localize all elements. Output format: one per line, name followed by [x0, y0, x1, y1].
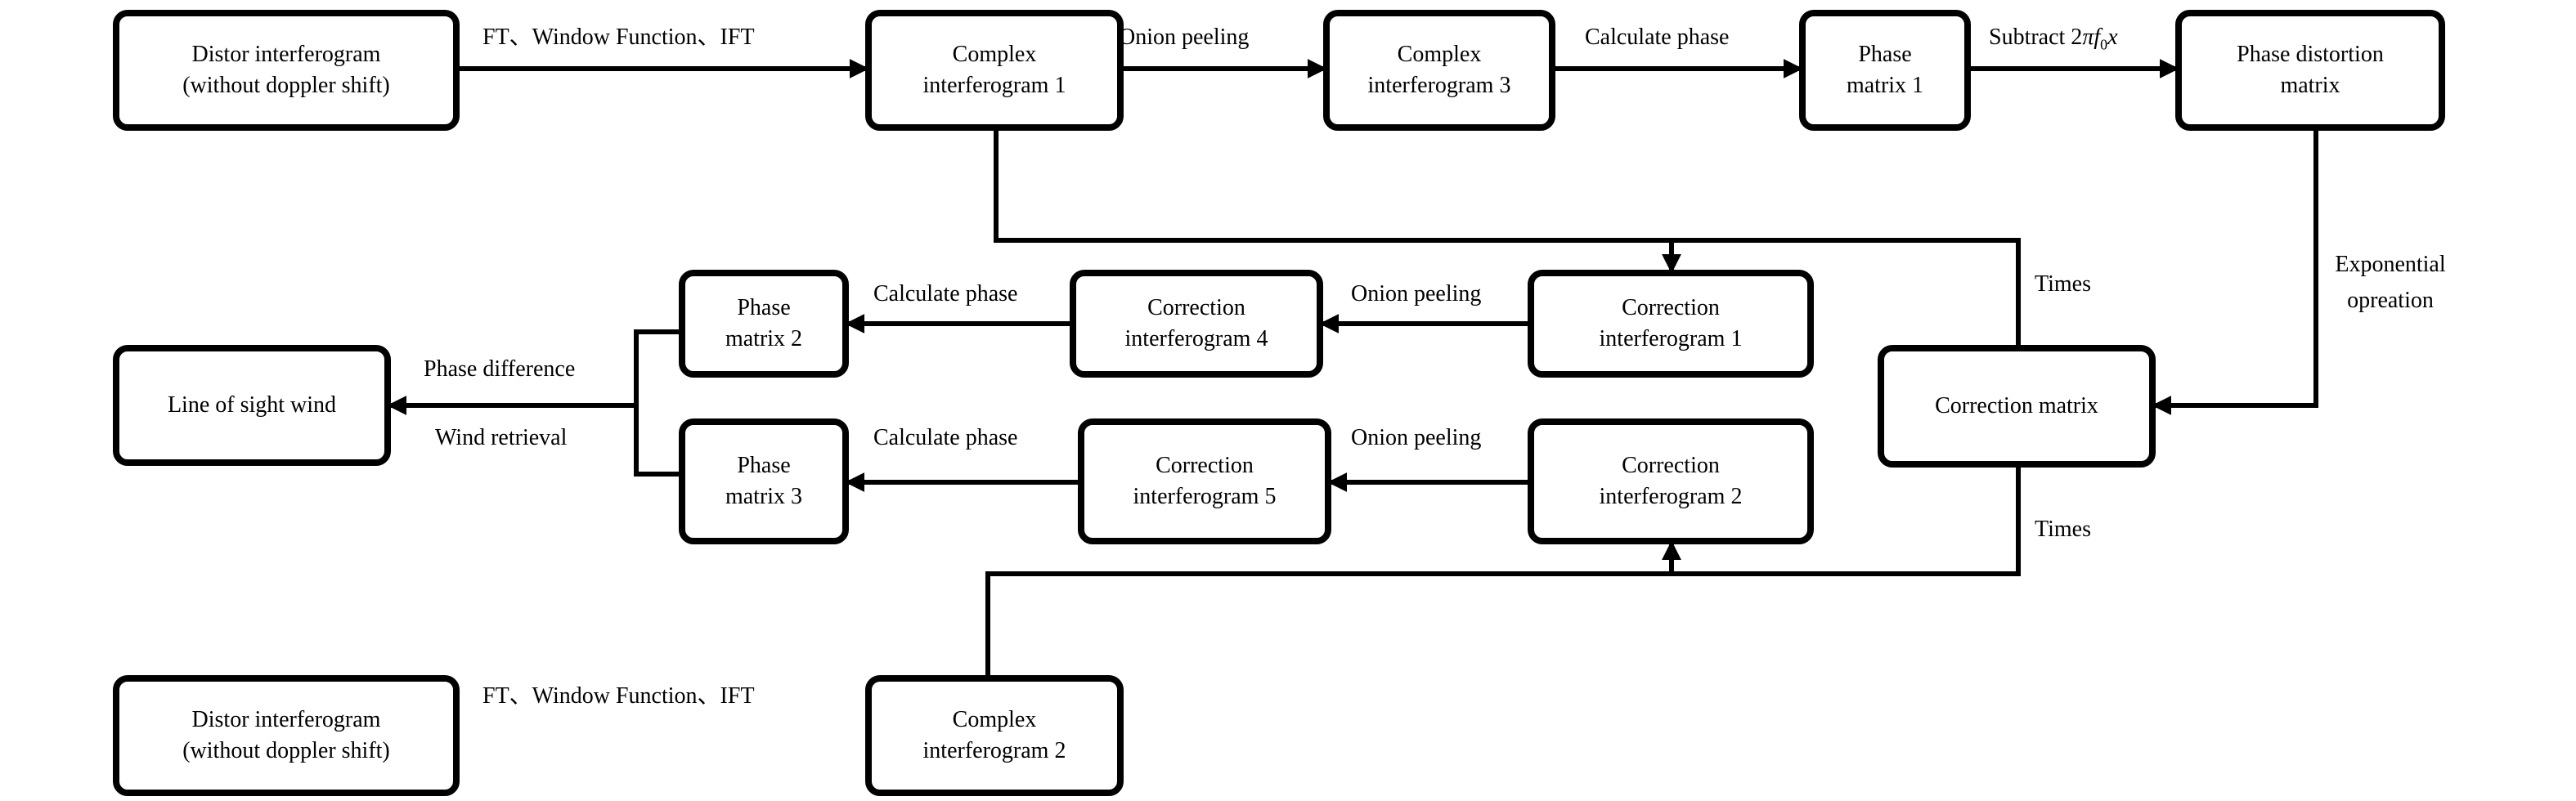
label-subtract-f: f	[2094, 25, 2101, 50]
node-correction-matrix: Correction matrix	[1878, 345, 2156, 468]
label-opreation: opreation	[2347, 288, 2434, 313]
label-subtract-2pi-f0-x: Subtract 2πf0x	[1989, 23, 2118, 55]
node-complex-interferogram-3: Complex interferogram 3	[1323, 10, 1555, 131]
label-subtract-prefix: Subtract 2	[1989, 25, 2083, 50]
node-complex-interferogram-2: Complex interferogram 2	[865, 675, 1124, 796]
label-exponential: Exponential	[2335, 252, 2446, 277]
label-subtract-subscript: 0	[2100, 36, 2108, 53]
label-times-1: Times	[2035, 271, 2092, 297]
node-correction-interferogram-1: Correction interferogram 1	[1528, 270, 1814, 378]
label-calculate-phase-3: Calculate phase	[873, 425, 1018, 450]
edge-corrmatrix-times2	[1672, 468, 2021, 576]
edge-corrmatrix-times1	[1672, 238, 2021, 345]
label-ft-window-ift-1: FT、Window Function、IFT	[482, 25, 755, 50]
node-correction-interferogram-4: Correction interferogram 4	[1070, 270, 1323, 378]
node-phase-matrix-3: Phase matrix 3	[679, 418, 849, 544]
edge-phasedist-corrmatrix	[2152, 131, 2318, 415]
node-phase-matrix-1: Phase matrix 1	[1799, 10, 1971, 131]
label-phase-difference: Phase difference	[424, 356, 576, 382]
edge-phase-merge	[634, 329, 679, 477]
label-onion-peeling-3: Onion peeling	[1351, 425, 1482, 450]
node-phase-distortion-matrix: Phase distortion matrix	[2175, 10, 2445, 131]
label-ft-window-ift-2: FT、Window Function、IFT	[482, 683, 755, 709]
node-phase-matrix-2: Phase matrix 2	[679, 270, 849, 378]
label-onion-peeling-2: Onion peeling	[1351, 281, 1482, 307]
edge-complex1-corr1	[994, 131, 1681, 274]
node-correction-interferogram-2: Correction interferogram 2	[1528, 418, 1814, 544]
label-subtract-pi: π	[2082, 25, 2094, 50]
label-times-2: Times	[2035, 517, 2092, 542]
label-calculate-phase-2: Calculate phase	[873, 281, 1018, 307]
label-subtract-x: x	[2107, 25, 2118, 50]
edge-complex2-corr2	[985, 540, 1681, 675]
node-complex-interferogram-1: Complex interferogram 1	[865, 10, 1124, 131]
node-distor-interferogram-1: Distor interferogram (without doppler sh…	[113, 10, 460, 131]
label-calculate-phase-1: Calculate phase	[1585, 25, 1730, 50]
label-wind-retrieval: Wind retrieval	[435, 425, 568, 450]
node-distor-interferogram-2: Distor interferogram (without doppler sh…	[113, 675, 460, 796]
label-onion-peeling-1: Onion peeling	[1119, 25, 1250, 50]
node-correction-interferogram-5: Correction interferogram 5	[1078, 418, 1331, 544]
node-line-of-sight-wind: Line of sight wind	[113, 345, 391, 466]
